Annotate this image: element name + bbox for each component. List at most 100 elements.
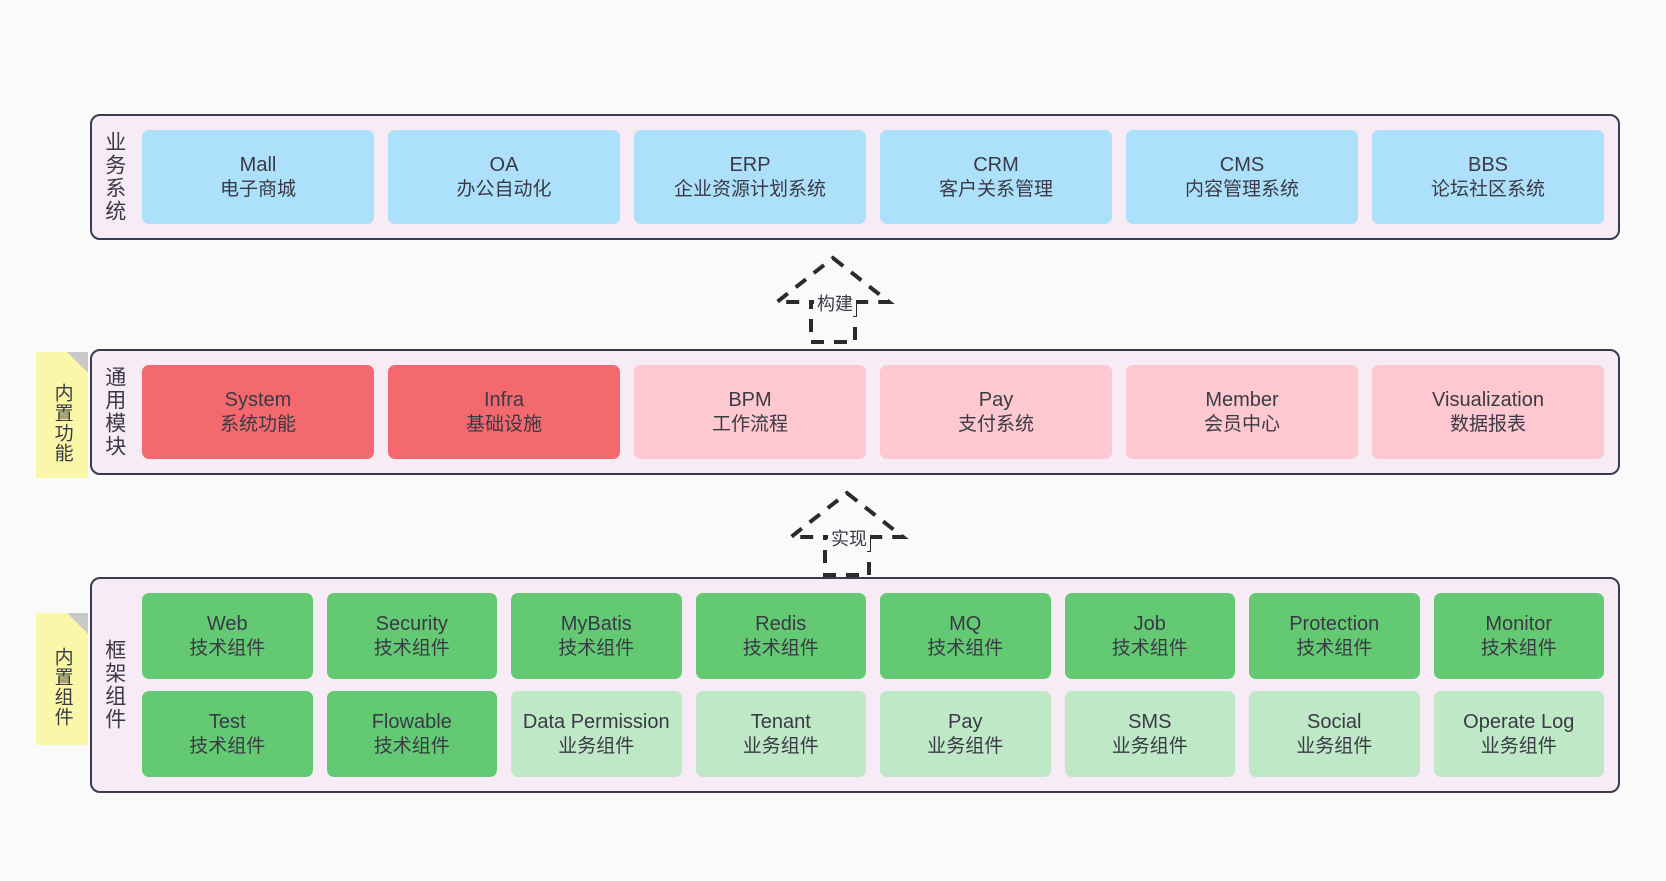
card-subtitle: 技术组件 (1296, 637, 1373, 659)
card-subtitle: 技术组件 (1480, 637, 1557, 659)
card-subtitle: 技术组件 (373, 637, 450, 659)
card-subtitle: 电子商城 (219, 178, 296, 200)
card-protection[interactable]: Protection 技术组件 (1249, 593, 1420, 679)
card-subtitle: 数据报表 (1449, 413, 1526, 435)
connector-build-arrow: 构建 (758, 254, 908, 344)
card-subtitle: 会员中心 (1203, 413, 1280, 435)
card-subtitle: 系统功能 (219, 413, 296, 435)
framework-card-row-tech: Web 技术组件 Security 技术组件 MyBatis 技术组件 Redi… (142, 593, 1604, 679)
card-title: Data Permission (522, 711, 670, 734)
card-data-permission[interactable]: Data Permission 业务组件 (511, 691, 682, 777)
sticky-note-label: 内置组件 (51, 647, 73, 727)
card-subtitle: 办公自动化 (456, 178, 552, 200)
card-title: Infra (483, 389, 525, 412)
card-title: CRM (973, 154, 1019, 177)
sticky-note-builtin-component: 内置组件 (36, 613, 88, 745)
card-title: Pay (948, 711, 983, 734)
card-title: ERP (729, 154, 771, 177)
layer-label-business: 业务系统 (102, 131, 126, 223)
card-pay-component[interactable]: Pay 业务组件 (880, 691, 1051, 777)
card-job[interactable]: Job 技术组件 (1064, 593, 1235, 679)
card-subtitle: 业务组件 (1111, 735, 1188, 757)
connector-implement-label: 实现 (828, 525, 870, 551)
card-mybatis[interactable]: MyBatis 技术组件 (511, 593, 682, 679)
card-title: Flowable (371, 711, 452, 734)
card-tenant[interactable]: Tenant 业务组件 (695, 691, 866, 777)
card-system[interactable]: System 系统功能 (142, 365, 374, 459)
card-bbs[interactable]: BBS 论坛社区系统 (1372, 130, 1604, 224)
card-monitor[interactable]: Monitor 技术组件 (1433, 593, 1604, 679)
card-title: Job (1133, 613, 1166, 636)
card-cms[interactable]: CMS 内容管理系统 (1126, 130, 1358, 224)
card-title: Operate Log (1463, 711, 1575, 734)
card-test[interactable]: Test 技术组件 (142, 691, 313, 777)
framework-card-grid: Web 技术组件 Security 技术组件 MyBatis 技术组件 Redi… (136, 579, 1618, 791)
layer-label-framework: 框架组件 (102, 639, 126, 731)
card-subtitle: 论坛社区系统 (1430, 178, 1545, 200)
layer-framework-component: 框架组件 Web 技术组件 Security 技术组件 MyBatis 技术组件… (90, 577, 1620, 793)
layer-label-module: 通用模块 (102, 366, 126, 458)
card-title: Protection (1289, 613, 1380, 636)
card-title: Tenant (750, 711, 811, 734)
card-crm[interactable]: CRM 客户关系管理 (880, 130, 1112, 224)
card-mall[interactable]: Mall 电子商城 (142, 130, 374, 224)
card-title: OA (489, 154, 519, 177)
card-title: Pay (978, 389, 1014, 412)
card-subtitle: 业务组件 (1296, 735, 1373, 757)
card-security[interactable]: Security 技术组件 (326, 593, 497, 679)
card-title: Monitor (1485, 613, 1553, 636)
card-redis[interactable]: Redis 技术组件 (695, 593, 866, 679)
card-web[interactable]: Web 技术组件 (142, 593, 313, 679)
card-title: MyBatis (560, 613, 632, 636)
card-subtitle: 技术组件 (558, 637, 635, 659)
card-subtitle: 业务组件 (927, 735, 1004, 757)
card-title: SMS (1128, 711, 1172, 734)
layer-common-module: 通用模块 System 系统功能 Infra 基础设施 BPM 工作流程 Pay… (90, 349, 1620, 475)
card-visualization[interactable]: Visualization 数据报表 (1372, 365, 1604, 459)
card-title: Member (1205, 389, 1279, 412)
card-subtitle: 技术组件 (373, 735, 450, 757)
card-title: Test (208, 711, 246, 734)
card-erp[interactable]: ERP 企业资源计划系统 (634, 130, 866, 224)
card-sms[interactable]: SMS 业务组件 (1064, 691, 1235, 777)
framework-card-row-business: Test 技术组件 Flowable 技术组件 Data Permission … (142, 691, 1604, 777)
card-subtitle: 业务组件 (742, 735, 819, 757)
card-infra[interactable]: Infra 基础设施 (388, 365, 620, 459)
card-flowable[interactable]: Flowable 技术组件 (326, 691, 497, 777)
connector-implement-arrow: 实现 (772, 489, 922, 577)
card-subtitle: 技术组件 (1111, 637, 1188, 659)
card-subtitle: 技术组件 (189, 637, 266, 659)
card-subtitle: 业务组件 (558, 735, 635, 757)
card-title: CMS (1219, 154, 1265, 177)
business-card-list: Mall 电子商城 OA 办公自动化 ERP 企业资源计划系统 CRM 客户关系… (136, 116, 1618, 238)
card-subtitle: 客户关系管理 (938, 178, 1053, 200)
card-title: Web (206, 613, 248, 636)
card-title: BBS (1467, 154, 1509, 177)
card-subtitle: 技术组件 (927, 637, 1004, 659)
card-subtitle: 业务组件 (1480, 735, 1557, 757)
card-subtitle: 技术组件 (189, 735, 266, 757)
card-mq[interactable]: MQ 技术组件 (880, 593, 1051, 679)
card-social[interactable]: Social 业务组件 (1249, 691, 1420, 777)
card-title: Security (375, 613, 448, 636)
layer-business-system: 业务系统 Mall 电子商城 OA 办公自动化 ERP 企业资源计划系统 CRM… (90, 114, 1620, 240)
sticky-note-label: 内置功能 (51, 383, 73, 463)
card-subtitle: 支付系统 (957, 413, 1034, 435)
card-pay[interactable]: Pay 支付系统 (880, 365, 1112, 459)
card-title: System (224, 389, 292, 412)
card-subtitle: 内容管理系统 (1184, 178, 1299, 200)
card-subtitle: 技术组件 (742, 637, 819, 659)
card-oa[interactable]: OA 办公自动化 (388, 130, 620, 224)
card-title: Mall (239, 154, 277, 177)
card-subtitle: 基础设施 (465, 413, 542, 435)
module-card-list: System 系统功能 Infra 基础设施 BPM 工作流程 Pay 支付系统… (136, 351, 1618, 473)
card-title: Visualization (1432, 389, 1544, 412)
card-member[interactable]: Member 会员中心 (1126, 365, 1358, 459)
card-operate-log[interactable]: Operate Log 业务组件 (1433, 691, 1604, 777)
card-title: Redis (755, 613, 807, 636)
card-title: BPM (728, 389, 772, 412)
card-bpm[interactable]: BPM 工作流程 (634, 365, 866, 459)
card-subtitle: 企业资源计划系统 (673, 178, 826, 200)
sticky-note-builtin-function: 内置功能 (36, 352, 88, 478)
card-title: Social (1307, 711, 1362, 734)
